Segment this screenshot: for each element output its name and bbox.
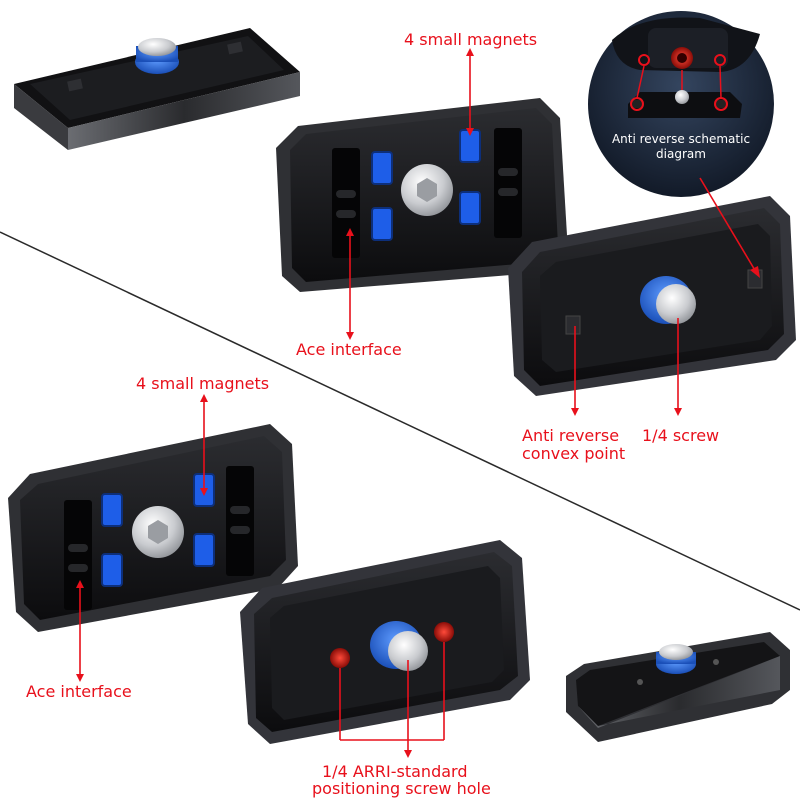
label-arri-line1: 1/4 ARRI-standard: [322, 762, 468, 781]
small-plate-bottom-right: [566, 632, 790, 742]
divider-line: [0, 231, 800, 611]
inset-caption-line2: diagram: [656, 147, 706, 161]
callout-lines: [76, 48, 760, 758]
inset-schematic: [588, 11, 774, 197]
label-quarter-screw: 1/4 screw: [642, 426, 720, 445]
label-anti-reverse-point-line1: Anti reverse: [522, 426, 620, 445]
arri-plate-bottom: [240, 540, 530, 744]
label-bottom-ace-interface: Ace interface: [26, 682, 132, 701]
small-plate-top-left: [14, 28, 300, 150]
label-anti-reverse-point-line2: convex point: [522, 444, 626, 463]
label-top-ace-interface: Ace interface: [296, 340, 402, 359]
magnet-plate-top: [276, 98, 568, 292]
screw-plate-right: [508, 196, 796, 396]
label-bottom-magnets: 4 small magnets: [136, 374, 270, 393]
magnet-plate-bottom: [8, 424, 298, 632]
label-top-magnets: 4 small magnets: [404, 30, 538, 49]
inset-caption-line1: Anti reverse schematic: [611, 132, 751, 146]
label-arri-line2: positioning screw hole: [312, 779, 491, 798]
